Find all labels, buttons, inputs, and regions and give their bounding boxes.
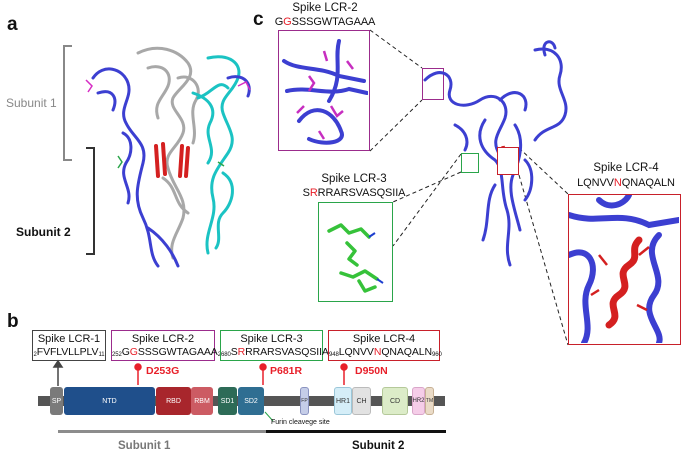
- domain-fp: FP: [300, 387, 309, 415]
- domain-sp: SP: [50, 387, 63, 415]
- furin-cleavage-label: Furin cleavege site: [271, 419, 330, 426]
- domain-ch: CH: [352, 387, 371, 415]
- b-subunit-2-label: Subunit 2: [352, 440, 404, 452]
- domain-sd1: SD1: [218, 387, 237, 415]
- b-subunit-1-label: Subunit 1: [118, 440, 170, 452]
- lcr4-pin: [341, 364, 347, 385]
- domain-rbd: RBD: [156, 387, 191, 415]
- domain-hr2: HR2: [412, 387, 425, 415]
- mutation-d253g: D253G: [146, 365, 179, 377]
- lcr1-arrow: [54, 361, 62, 386]
- subunit-1-bar: [58, 430, 266, 433]
- lcr3-pin: [260, 364, 266, 385]
- mutation-p681r: P681R: [270, 365, 302, 377]
- spike-domain-bar: SP NTD RBD RBM SD1 SD2 FP HR1 CH CD HR2 …: [38, 387, 445, 415]
- subunit-2-bar: [266, 430, 446, 433]
- lcr2-pin: [135, 364, 141, 385]
- mutation-d950n: D950N: [355, 365, 388, 377]
- domain-sd2: SD2: [238, 387, 264, 415]
- domain-tm: TM: [425, 387, 434, 415]
- domain-rbm: RBM: [191, 387, 213, 415]
- domain-cd: CD: [382, 387, 408, 415]
- domain-hr1: HR1: [334, 387, 352, 415]
- domain-ntd: NTD: [64, 387, 155, 415]
